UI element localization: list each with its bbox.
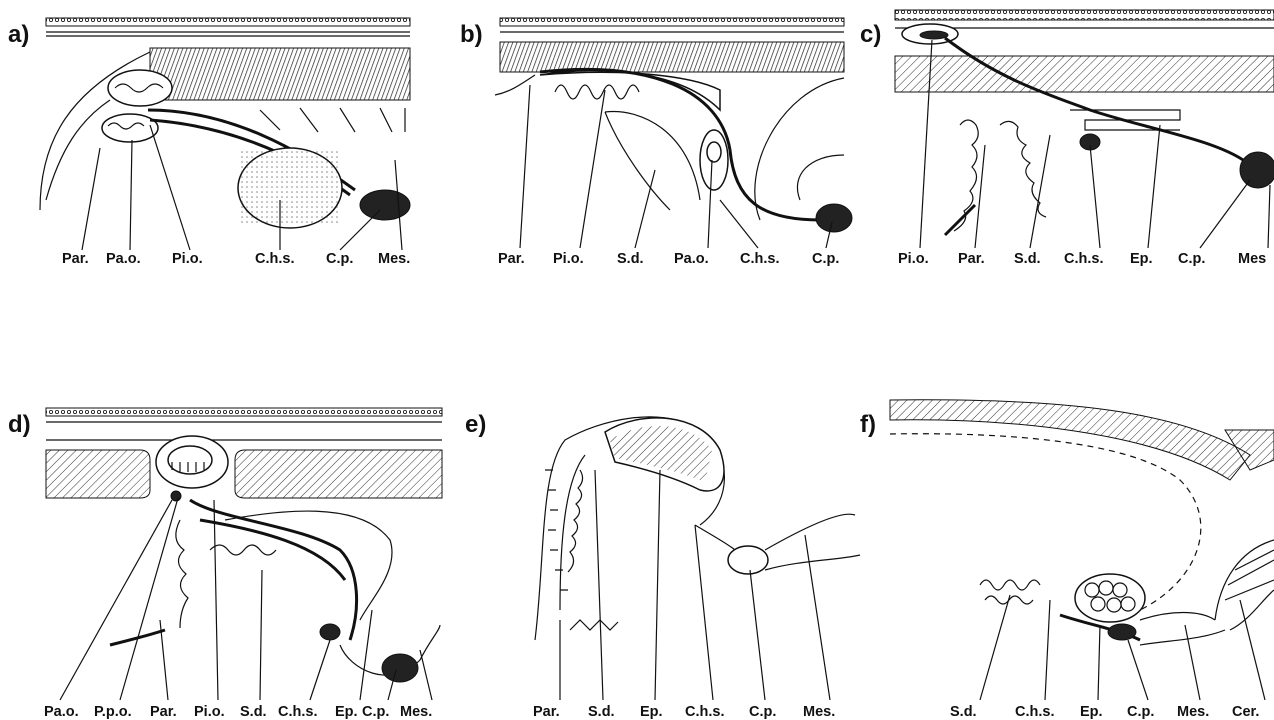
panel-f-letter: f) bbox=[860, 411, 876, 438]
label-d-pao: Pa.o. bbox=[44, 704, 79, 720]
label-b-par: Par. bbox=[498, 251, 525, 267]
label-f-cer: Cer. bbox=[1232, 704, 1259, 720]
label-d-sd: S.d. bbox=[240, 704, 267, 720]
label-c-cp: C.p. bbox=[1178, 251, 1205, 267]
label-a-cp: C.p. bbox=[326, 251, 353, 267]
label-d-cp: C.p. bbox=[362, 704, 389, 720]
panel-c-letter: c) bbox=[860, 21, 881, 48]
panel-d: d) Pa.o. P.p.o. Par. Pi.o. S.d. C.h. bbox=[8, 408, 442, 720]
label-b-sd: S.d. bbox=[617, 251, 644, 267]
label-a-par: Par. bbox=[62, 251, 89, 267]
label-e-par: Par. bbox=[533, 704, 560, 720]
label-a-chs: C.h.s. bbox=[255, 251, 294, 267]
label-d-par: Par. bbox=[150, 704, 177, 720]
panel-f: f) S.d. C.h.s. Ep. C.p. Mes. Cer. bbox=[860, 400, 1274, 720]
label-b-chs: C.h.s. bbox=[740, 251, 779, 267]
label-e-sd: S.d. bbox=[588, 704, 615, 720]
label-e-cp: C.p. bbox=[749, 704, 776, 720]
panel-e-letter: e) bbox=[465, 411, 486, 438]
label-d-ep: Ep. bbox=[335, 704, 358, 720]
label-d-mes: Mes. bbox=[400, 704, 432, 720]
label-e-chs: C.h.s. bbox=[685, 704, 724, 720]
label-d-pio: Pi.o. bbox=[194, 704, 225, 720]
label-f-ep: Ep. bbox=[1080, 704, 1103, 720]
label-c-chs: C.h.s. bbox=[1064, 251, 1103, 267]
label-f-cp: C.p. bbox=[1127, 704, 1154, 720]
label-b-pio: Pi.o. bbox=[553, 251, 584, 267]
label-c-par: Par. bbox=[958, 251, 985, 267]
panel-a-letter: a) bbox=[8, 21, 29, 48]
panel-d-letter: d) bbox=[8, 411, 31, 438]
label-f-mes: Mes. bbox=[1177, 704, 1209, 720]
label-a-pio: Pi.o. bbox=[172, 251, 203, 267]
panel-e: e) Par. S.d. Ep. C.h.s. C.p. Mes. bbox=[465, 411, 860, 720]
panel-a: a) Par. Pa.o. Pi.o. C.h.s. C.p. Mes. bbox=[8, 18, 410, 267]
label-d-ppo: P.p.o. bbox=[94, 704, 132, 720]
label-d-chs: C.h.s. bbox=[278, 704, 317, 720]
label-c-ep: Ep. bbox=[1130, 251, 1153, 267]
label-c-pio: Pi.o. bbox=[898, 251, 929, 267]
label-a-mes: Mes. bbox=[378, 251, 410, 267]
label-b-cp: C.p. bbox=[812, 251, 839, 267]
label-a-pao: Pa.o. bbox=[106, 251, 141, 267]
label-e-mes: Mes. bbox=[803, 704, 835, 720]
label-c-mes: Mes bbox=[1238, 251, 1266, 267]
panel-b-letter: b) bbox=[460, 21, 483, 48]
panel-c: c) Pi.o. Par. S.d. C.h.s. Ep. C.p. Mes bbox=[860, 10, 1274, 267]
label-c-sd: S.d. bbox=[1014, 251, 1041, 267]
label-e-ep: Ep. bbox=[640, 704, 663, 720]
label-f-sd: S.d. bbox=[950, 704, 977, 720]
panel-b: b) Par. Pi.o. S.d. Pa.o. C.h.s. C.p. bbox=[460, 18, 852, 267]
label-f-chs: C.h.s. bbox=[1015, 704, 1054, 720]
label-b-pao: Pa.o. bbox=[674, 251, 709, 267]
